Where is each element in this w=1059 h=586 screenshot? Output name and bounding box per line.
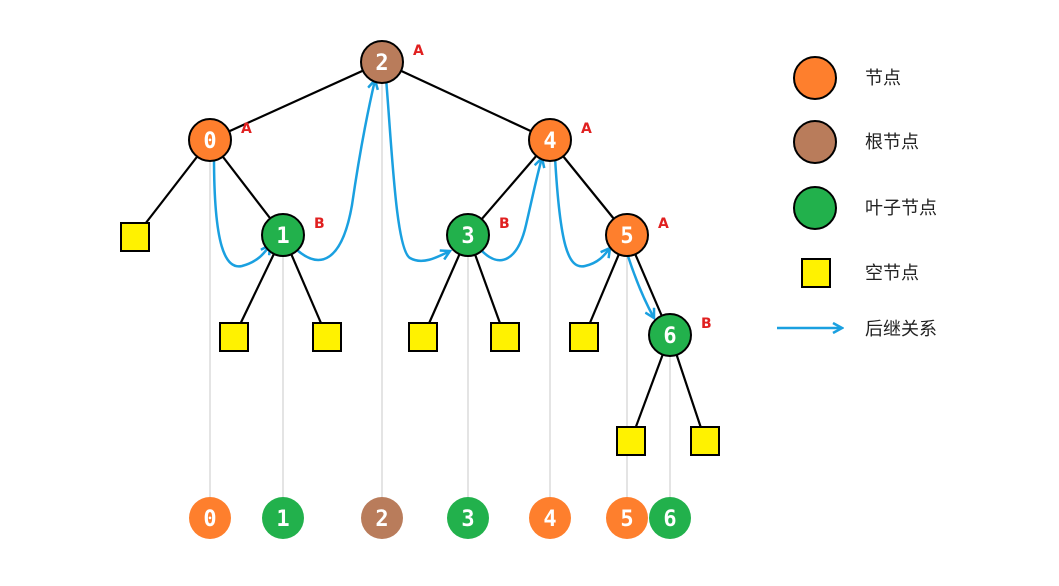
node-tag: B xyxy=(314,216,325,232)
null-node xyxy=(219,322,249,352)
successor-arrow xyxy=(625,252,654,318)
legend-null-label: 空节点 xyxy=(865,263,919,284)
legend-root-swatch xyxy=(793,120,837,164)
tree-node-label: 2 xyxy=(375,51,388,76)
successor-arrows xyxy=(212,77,654,318)
null-node xyxy=(616,426,646,456)
sequence-node-2 xyxy=(361,497,403,539)
null-node xyxy=(690,426,720,456)
null-node xyxy=(312,322,342,352)
tree-node-2 xyxy=(360,40,404,84)
null-node xyxy=(408,322,438,352)
legend-leaf-label: 叶子节点 xyxy=(865,198,937,219)
tree-node-label: 4 xyxy=(543,129,556,154)
null-node xyxy=(490,322,520,352)
sequence-node-label: 1 xyxy=(276,507,289,532)
sequence-node-label: 5 xyxy=(620,507,633,532)
sequence-node-label: 2 xyxy=(375,507,388,532)
tree-node-label: 6 xyxy=(663,324,676,349)
node-tag: A xyxy=(241,121,252,137)
sequence-node-label: 0 xyxy=(203,507,216,532)
node-tag: B xyxy=(701,316,712,332)
null-node xyxy=(569,322,599,352)
sequence-node-label: 3 xyxy=(461,507,474,532)
tree-node-label: 1 xyxy=(276,224,289,249)
sequence-node-5 xyxy=(606,497,648,539)
tree-node-label: 3 xyxy=(461,224,474,249)
null-node xyxy=(120,222,150,252)
legend-node-swatch xyxy=(793,56,837,100)
sequence-node-6 xyxy=(649,497,691,539)
tree-node-6 xyxy=(648,313,692,357)
tree-node-3 xyxy=(446,213,490,257)
tree-node-label: 5 xyxy=(620,224,633,249)
tree-node-0 xyxy=(188,118,232,162)
tree-node-4 xyxy=(528,118,572,162)
sequence-node-1 xyxy=(262,497,304,539)
sequence-node-label: 4 xyxy=(543,507,556,532)
node-tag: B xyxy=(499,216,510,232)
node-tag: A xyxy=(581,121,592,137)
guide-lines xyxy=(209,62,671,500)
tree-node-label: 0 xyxy=(203,129,216,154)
successor-arrow xyxy=(212,156,270,268)
tree-node-5 xyxy=(605,213,649,257)
successor-arrow xyxy=(384,77,450,263)
legend-null-swatch xyxy=(801,258,831,288)
legend-root-label: 根节点 xyxy=(865,132,919,153)
sequence-node-4 xyxy=(529,497,571,539)
sequence-node-label: 6 xyxy=(663,507,676,532)
legend-node-label: 节点 xyxy=(865,68,901,89)
sequence-node-3 xyxy=(447,497,489,539)
null-nodes xyxy=(120,222,720,456)
node-tag: A xyxy=(413,43,424,59)
successor-arrow xyxy=(296,80,375,261)
in-order-sequence: 0 1 2 3 4 5 6 xyxy=(189,497,691,539)
node-tag: A xyxy=(658,216,669,232)
legend-leaf-swatch xyxy=(793,186,837,230)
successor-arrow xyxy=(553,156,610,268)
legend-successor-label: 后继关系 xyxy=(865,319,937,340)
legend: 节点 根节点 叶子节点 空节点 后继关系 xyxy=(777,56,937,340)
successor-arrow xyxy=(480,158,542,262)
edge xyxy=(381,61,551,141)
edge xyxy=(209,60,383,142)
sequence-node-0 xyxy=(189,497,231,539)
tree-node-1 xyxy=(261,213,305,257)
